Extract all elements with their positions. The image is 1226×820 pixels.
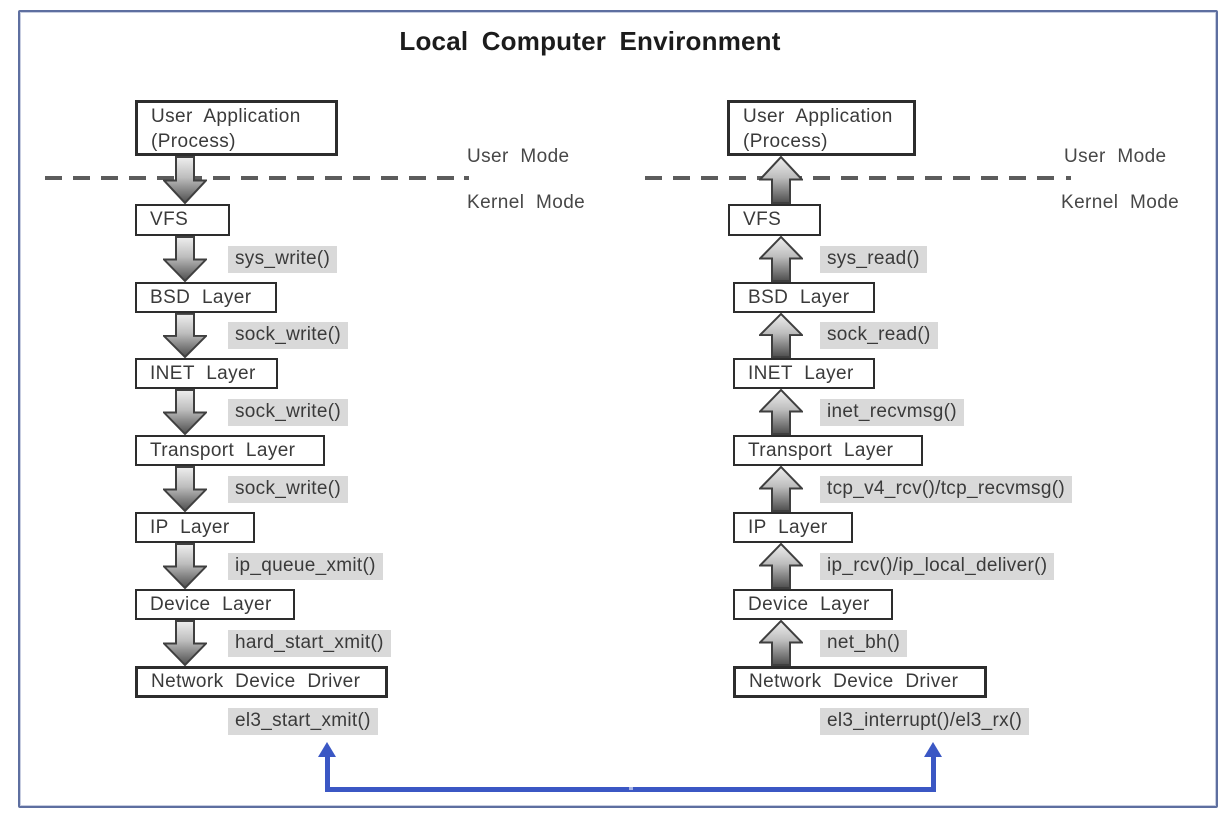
recv-driver-call: el3_interrupt()/el3_rx() [820,708,1030,735]
mode-divider-left-dot [464,176,469,180]
send-app-line2: (Process) [151,130,236,152]
loopback-up-arrow-icon-right [924,742,942,757]
recv-box-vfs-label: VFS [743,209,782,230]
recv-box-transport-layer-label: Transport Layer [748,439,894,461]
send-box-network-device-driver-label: Network Device Driver [151,671,361,692]
down-arrow-icon [163,156,207,204]
mode-divider-right-dot [1066,176,1071,180]
recv-box-network-device-driver: Network Device Driver [733,666,987,698]
mode-divider-right [645,176,1062,180]
recv-box-transport-layer: Transport Layer [733,435,923,466]
send-app-line1: User Application [151,105,301,127]
send-box-vfs: VFS [135,204,230,236]
down-arrow-icon [163,466,207,512]
recv-box-bsd-layer: BSD Layer [733,282,875,313]
loopback-up-arrow-icon-left [318,742,336,757]
down-arrow-icon [163,313,207,358]
recv-call-inet-recvmsg: inet_recvmsg() [820,399,964,426]
up-arrow-icon [759,156,803,204]
recv-box-user-application: User Application (Process) [727,100,916,156]
user-mode-label-left: User Mode [467,146,570,167]
mode-divider-left [45,176,460,180]
send-call-sock-write-3: sock_write() [228,476,349,503]
down-arrow-icon [163,236,207,282]
send-box-user-application: User Application (Process) [135,100,338,156]
send-box-bsd-layer-label: BSD Layer [150,286,252,308]
send-driver-call: el3_start_xmit() [228,708,378,735]
send-call-ip-queue-xmit: ip_queue_xmit() [228,553,383,580]
loopback-midpoint [629,787,633,790]
user-mode-label-right: User Mode [1064,146,1167,167]
down-arrow-icon [163,389,207,435]
send-box-bsd-layer: BSD Layer [135,282,277,313]
up-arrow-icon [759,313,803,358]
recv-app-line2: (Process) [743,130,828,152]
recv-box-bsd-layer-label: BSD Layer [748,286,850,308]
send-box-transport-layer: Transport Layer [135,435,325,466]
down-arrow-icon [163,543,207,589]
send-call-hard-start-xmit: hard_start_xmit() [228,630,391,657]
send-box-device-layer: Device Layer [135,589,295,620]
send-box-transport-layer-label: Transport Layer [150,439,296,461]
recv-box-vfs: VFS [728,204,821,236]
recv-call-net-bh: net_bh() [820,630,908,657]
up-arrow-icon [759,620,803,666]
send-call-sock-write-2: sock_write() [228,399,349,426]
recv-call-sock-read: sock_read() [820,322,938,349]
send-box-device-layer-label: Device Layer [150,593,272,615]
loopback-vertical-right [931,756,936,792]
recv-box-device-layer-label: Device Layer [748,593,870,615]
loopback-vertical-left [325,756,330,792]
recv-call-sys-read: sys_read() [820,246,927,273]
send-call-sock-write-1: sock_write() [228,322,349,349]
send-box-ip-layer-label: IP Layer [150,516,230,538]
kernel-mode-label-right: Kernel Mode [1061,192,1180,213]
recv-box-inet-layer-label: INET Layer [748,362,854,384]
up-arrow-icon [759,543,803,589]
send-box-vfs-label: VFS [150,209,189,230]
recv-call-ip-rcv: ip_rcv()/ip_local_deliver() [820,553,1055,580]
send-box-inet-layer: INET Layer [135,358,278,389]
recv-box-device-layer: Device Layer [733,589,893,620]
recv-box-ip-layer: IP Layer [733,512,853,543]
down-arrow-icon [163,620,207,666]
recv-box-ip-layer-label: IP Layer [748,516,828,538]
send-box-inet-layer-label: INET Layer [150,362,256,384]
send-box-ip-layer: IP Layer [135,512,255,543]
up-arrow-icon [759,466,803,512]
up-arrow-icon [759,236,803,282]
send-box-network-device-driver: Network Device Driver [135,666,388,698]
recv-call-tcp-v4-rcv: tcp_v4_rcv()/tcp_recvmsg() [820,476,1072,503]
up-arrow-icon [759,389,803,435]
recv-box-network-device-driver-label: Network Device Driver [749,671,959,692]
recv-app-line1: User Application [743,105,893,127]
kernel-mode-label-left: Kernel Mode [467,192,586,213]
diagram-title: Local Computer Environment [399,26,781,56]
send-call-sys-write: sys_write() [228,246,338,273]
recv-box-inet-layer: INET Layer [733,358,875,389]
